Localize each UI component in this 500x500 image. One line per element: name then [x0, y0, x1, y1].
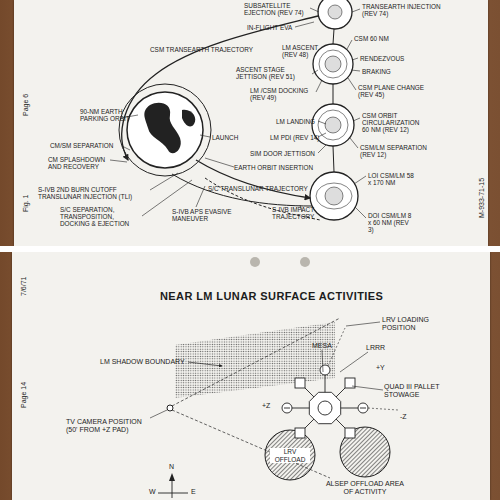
- callout-label: TRANSEARTH INJECTION (REV 74): [362, 3, 442, 17]
- callout-label: CM/SM SEPARATION: [50, 142, 113, 149]
- callout-label: ASCENT STAGE JETTISON (REV 51): [236, 66, 312, 80]
- callout-label: +Y: [376, 364, 385, 372]
- callout-label: CSM TRANSEARTH TRAJECTORY: [150, 46, 253, 53]
- date-stamp: 7/6/71: [20, 277, 28, 296]
- callout-label: S/C SEPARATION, TRANSPOSITION, DOCKING &…: [60, 206, 140, 227]
- callout-label: SIM DOOR JETTISON: [250, 150, 315, 157]
- callout-label: CM SPLASHDOWN AND RECOVERY: [48, 156, 108, 170]
- callout-label: S-IVB IMPACT TRAJECTORY: [272, 206, 328, 220]
- callout-label: CSM 60 NM: [354, 35, 389, 42]
- figure-number: Fig. 1: [22, 194, 30, 212]
- callout-label: RENDEZVOUS: [360, 55, 404, 62]
- circle-outline: [339, 426, 391, 478]
- callout-label: LM ASCENT (REV 48): [282, 44, 327, 58]
- callout-label: E: [191, 488, 196, 496]
- offload-area-circle: ALSEP OFFLOAD AREA OF ACTIVITY: [339, 426, 391, 478]
- page-title: NEAR LM LUNAR SURFACE ACTIVITIES: [160, 290, 383, 302]
- callout-label: CSM PLANE CHANGE (REV 45): [358, 84, 428, 98]
- callout-label: S/C TRANSLUNAR TRAJECTORY: [208, 185, 308, 192]
- callout-label: MESA: [312, 342, 332, 350]
- callout-label: N: [169, 463, 174, 471]
- callout-label: S-IVB 2ND BURN CUTOFF TRANSLUNAR INJECTI…: [38, 186, 152, 200]
- callout-label: BRAKING: [362, 68, 391, 75]
- callout-label: 90-NM EARTH PARKING ORBIT: [80, 108, 138, 122]
- callout-label: S-IVB APS EVASIVE MANEUVER: [172, 208, 242, 222]
- callout-label: LM /CSM DOCKING (REV 49): [250, 87, 316, 101]
- callout-label: LM PDI (REV 14): [270, 134, 319, 141]
- callout-label: LOI CSM/LM 58 x 170 NM: [368, 172, 418, 186]
- document-number: M-933-71-15: [478, 178, 486, 218]
- page-number: Page 6: [22, 94, 30, 116]
- callout-label: LRV LOADING POSITION: [382, 316, 440, 332]
- callout-label: LRRR: [366, 344, 385, 352]
- hatched-circle: [265, 430, 315, 480]
- callout-label: LAUNCH: [212, 134, 238, 141]
- callout-label: LM SHADOW BOUNDARY: [100, 358, 185, 366]
- area-label: LRV OFFLOAD: [270, 448, 310, 463]
- callout-label: CSM ORBIT CIRCULARIZATION 60 NM (REV 12): [362, 112, 428, 133]
- callout-label: TV CAMERA POSITION (50' FROM +Z PAD): [66, 418, 150, 434]
- page-number: Page 14: [20, 382, 28, 408]
- callout-label: CSM/LM SEPARATION (REV 12): [360, 144, 440, 158]
- callout-label: EARTH ORBIT INSERTION: [234, 164, 313, 171]
- callout-label: -Z: [400, 413, 407, 421]
- hatched-circle: [340, 427, 390, 477]
- callout-label: SUBSATELLITE EJECTION (REV 74): [244, 2, 320, 16]
- callout-label: LM LANDING: [276, 118, 315, 125]
- offload-area-circle: LRV OFFLOAD: [264, 429, 316, 481]
- document-page: NEAR LM LUNAR SURFACE ACTIVITIES 7/6/71Pa…: [12, 252, 490, 500]
- callout-label: QUAD III PALLET STOWAGE: [384, 383, 450, 399]
- callout-label: W: [149, 488, 156, 496]
- area-label: ALSEP OFFLOAD AREA OF ACTIVITY: [325, 480, 405, 496]
- callout-label: +Z: [262, 402, 270, 410]
- callout-label: DOI CSM/LM 8 x 60 NM (REV 3): [368, 212, 414, 233]
- callout-label: IN-FLIGHT EVA: [247, 24, 292, 31]
